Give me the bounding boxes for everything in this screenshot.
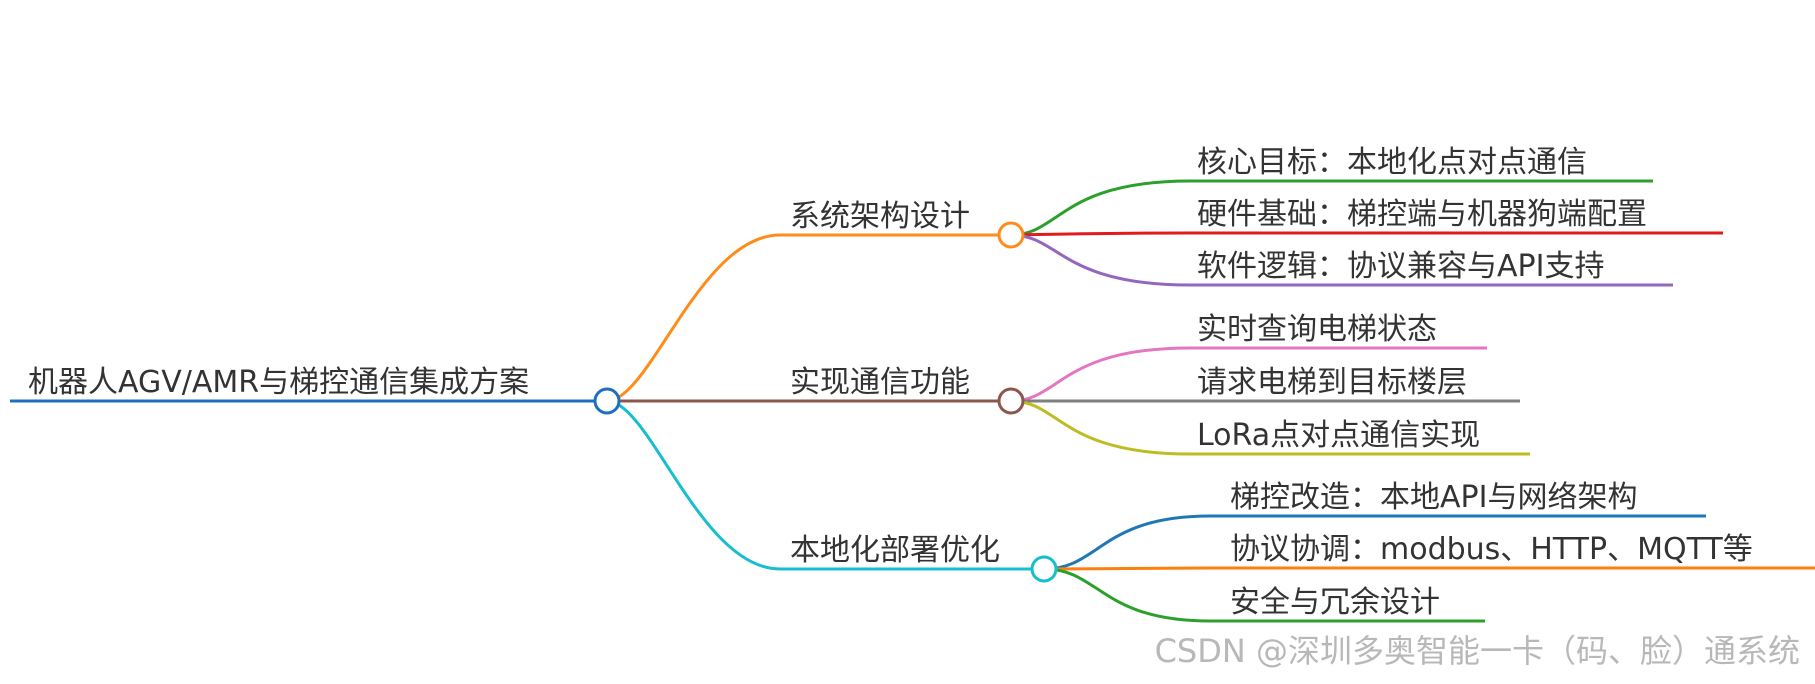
leaf-topic: 软件逻辑：协议兼容与API支持 (1197, 249, 1604, 284)
branch-node-circle[interactable] (1030, 555, 1058, 583)
branch-topic: 本地化部署优化 (790, 533, 1000, 568)
leaf-connector (1010, 399, 1191, 456)
leaf-topic: 梯控改造：本地API与网络架构 (1230, 480, 1637, 515)
leaf-connector (1010, 231, 1191, 237)
watermark-text: CSDN @深圳多奥智能一卡（码、脸）通系统 (1155, 632, 1800, 670)
leaf-topic: LoRa点对点通信实现 (1197, 418, 1480, 453)
leaf-topic: 核心目标：本地化点对点通信 (1197, 145, 1587, 180)
leaf-connector (1010, 346, 1191, 403)
branch-node-circle[interactable] (997, 221, 1025, 249)
leaf-topic: 安全与冗余设计 (1230, 585, 1440, 620)
root-topic: 机器人AGV/AMR与梯控通信集成方案 (28, 365, 529, 400)
leaf-connector (1010, 233, 1191, 287)
leaf-connector (1043, 514, 1211, 571)
branch-topic: 系统架构设计 (790, 199, 970, 234)
root-node-circle[interactable] (593, 387, 621, 415)
branch-node-circle[interactable] (997, 387, 1025, 415)
branch-connector (606, 399, 781, 571)
branch-topic: 实现通信功能 (790, 365, 970, 400)
leaf-topic: 实时查询电梯状态 (1197, 312, 1437, 347)
leaf-connector (1043, 567, 1211, 623)
leaf-connector (1010, 179, 1191, 237)
branch-connector (606, 233, 781, 403)
leaf-topic: 协议协调：modbus、HTTP、MQTT等 (1230, 532, 1753, 567)
leaf-connector (1043, 566, 1211, 571)
leaf-topic: 硬件基础：梯控端与机器狗端配置 (1197, 197, 1647, 232)
leaf-topic: 请求电梯到目标楼层 (1197, 365, 1467, 400)
